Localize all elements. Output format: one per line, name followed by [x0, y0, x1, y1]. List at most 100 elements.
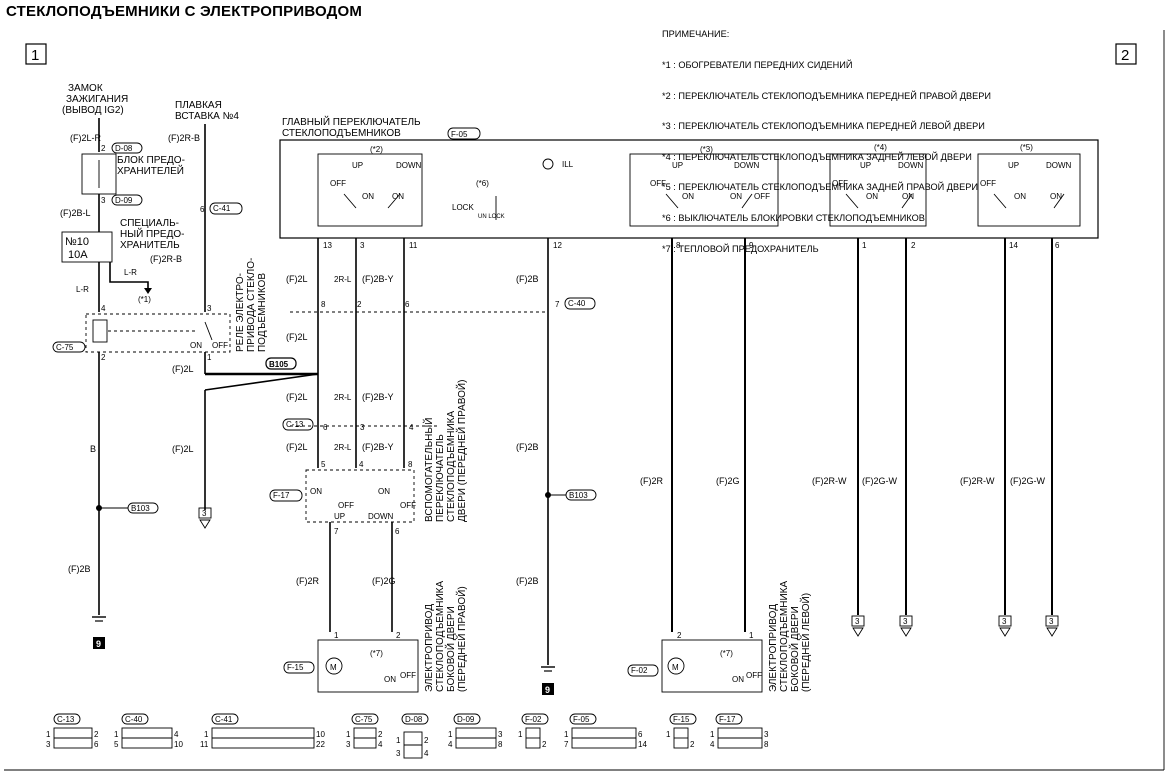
- connector-c40: C-40: [564, 297, 596, 310]
- switch-group-4: [829, 153, 927, 227]
- pin-label: 1: [207, 353, 212, 362]
- switch-state: ON: [730, 192, 742, 201]
- wire-label: (F)2G: [372, 576, 396, 586]
- notes-block: ПРИМЕЧАНИЕ: *1 : ОБОГРЕВАТЕЛИ ПЕРЕДНИХ С…: [662, 9, 991, 264]
- connector-legend: C-13 1 3 2 6 C-40 1 5 4 10 C-41 1 11 10: [46, 713, 769, 759]
- svg-text:7: 7: [555, 300, 560, 309]
- svg-text:(ПЕРЕДНЕЙ ЛЕВОЙ): (ПЕРЕДНЕЙ ЛЕВОЙ): [799, 593, 812, 692]
- switch-up: UP: [1008, 161, 1019, 170]
- svg-text:1: 1: [334, 631, 339, 640]
- fusible-link-label: ПЛАВКАЯ ВСТАВКА №4: [175, 100, 239, 122]
- pin-label: 2: [101, 353, 106, 362]
- switch-contact: [993, 193, 1007, 209]
- wire-label: (F)2L: [172, 444, 194, 454]
- wire-label: (F)2R-B: [168, 133, 200, 143]
- wire-label: (F)2R-W: [960, 476, 995, 486]
- svg-text:ПЛАВКАЯ: ПЛАВКАЯ: [175, 100, 222, 111]
- svg-text:3: 3: [346, 740, 351, 749]
- svg-text:2: 2: [396, 631, 401, 640]
- svg-text:7: 7: [334, 527, 339, 536]
- svg-text:6: 6: [94, 740, 99, 749]
- svg-text:ЗАЖИГАНИЯ: ЗАЖИГАНИЯ: [66, 94, 128, 105]
- connector-c41: C-41: [209, 202, 243, 215]
- svg-text:БОКОВОЙ ДВЕРИ: БОКОВОЙ ДВЕРИ: [788, 606, 801, 692]
- wire-label: (F)2B-Y: [362, 274, 394, 284]
- svg-text:F-05: F-05: [573, 715, 590, 724]
- legend-f02: F-02 1 2: [518, 713, 549, 749]
- main-switch-box: [279, 139, 1099, 239]
- wire-label: (F)2B-Y: [362, 392, 394, 402]
- wire-label: (F)2L-R: [70, 133, 101, 143]
- switch-state: ON: [866, 192, 878, 201]
- lock-label: LOCK: [452, 203, 474, 212]
- wire-label: (F)2L: [286, 392, 308, 402]
- svg-text:1: 1: [710, 730, 715, 739]
- switch-state: ON: [310, 487, 322, 496]
- svg-text:22: 22: [316, 740, 325, 749]
- wire-label: (F)2B: [516, 576, 539, 586]
- arrow-icon: [144, 288, 152, 294]
- switch-group-3: [629, 153, 779, 227]
- svg-text:1: 1: [862, 241, 867, 250]
- switch-contact: [387, 193, 401, 209]
- relay-box: [85, 313, 231, 353]
- motor-icon: [325, 657, 343, 675]
- connector-ref: [851, 615, 865, 627]
- wire-label: (F)2L: [172, 364, 194, 374]
- svg-text:11: 11: [409, 241, 418, 250]
- switch-state: OFF: [754, 192, 770, 201]
- switch-contact: [901, 193, 913, 209]
- motor-left-label: ЭЛЕКТРОПРИВОД СТЕКЛОПОДЪЕМНИКА БОКОВОЙ Д…: [768, 580, 812, 692]
- switch-contact: [845, 193, 859, 209]
- connector-ref: [899, 615, 913, 627]
- legend-d08: D-08 1 3 2 4: [396, 713, 429, 759]
- svg-text:F-02: F-02: [631, 666, 648, 675]
- switch-state: OFF: [400, 501, 416, 510]
- motor-left-box: [661, 639, 763, 693]
- main-switch-label: ГЛАВНЫЙ ПЕРЕКЛЮЧАТЕЛЬ СТЕКЛОПОДЪЕМНИКОВ: [282, 115, 421, 139]
- switch-contact: [343, 193, 357, 209]
- svg-text:1: 1: [204, 730, 209, 739]
- svg-text:14: 14: [638, 740, 647, 749]
- pin-label: 2: [101, 144, 106, 153]
- svg-text:12: 12: [553, 241, 562, 250]
- switch-state: ON: [902, 192, 914, 201]
- wire-label: (F)2L: [286, 332, 308, 342]
- wire-label: (F)2G-W: [1010, 476, 1045, 486]
- svg-text:БЛОК ПРЕДО-: БЛОК ПРЕДО-: [117, 155, 185, 166]
- svg-text:3: 3: [360, 241, 365, 250]
- motor-icon: [667, 657, 685, 675]
- switch-state: OFF: [338, 501, 354, 510]
- svg-text:F-15: F-15: [287, 663, 304, 672]
- svg-text:B105: B105: [269, 360, 289, 369]
- svg-text:2: 2: [357, 300, 362, 309]
- special-fuse-box: [61, 231, 113, 263]
- notes-header: ПРИМЕЧАНИЕ:: [662, 29, 730, 40]
- connector-f05: F-05: [447, 127, 481, 140]
- note-ref: (*7): [720, 649, 733, 658]
- svg-text:3: 3: [46, 740, 51, 749]
- connector-f17: F-17: [269, 489, 303, 502]
- switch-state: ON: [1014, 192, 1026, 201]
- switch-pins: 13 3 11 12 8 9 1 2 14 6: [323, 241, 1060, 250]
- ground-marker: [93, 637, 105, 649]
- wire-label: (F)2B-Y: [362, 442, 394, 452]
- svg-text:B103: B103: [131, 504, 150, 513]
- pin-label: 3: [1002, 617, 1007, 626]
- switch-down: DOWN: [368, 512, 394, 521]
- svg-text:F-17: F-17: [719, 715, 736, 724]
- svg-text:C-41: C-41: [213, 204, 231, 213]
- svg-text:РЕЛЕ ЭЛЕКТРО-: РЕЛЕ ЭЛЕКТРО-: [235, 273, 246, 352]
- switch-state: ON: [384, 675, 396, 684]
- motor-pins-right: 1 2: [334, 631, 401, 640]
- pin-label: 3: [1049, 617, 1054, 626]
- svg-text:6: 6: [1055, 241, 1060, 250]
- motor-right-label: ЭЛЕКТРОПРИВОД СТЕКЛОПОДЪЕМНИКА БОКОВОЙ Д…: [424, 580, 468, 692]
- svg-text:4: 4: [174, 730, 179, 739]
- svg-text:1: 1: [114, 730, 119, 739]
- wire-label: L-R: [124, 268, 137, 277]
- svg-text:ГЛАВНЫЙ ПЕРЕКЛЮЧАТЕЛЬ: ГЛАВНЫЙ ПЕРЕКЛЮЧАТЕЛЬ: [282, 115, 421, 128]
- connector-b105: B105: [265, 357, 297, 370]
- motor-symbol: M: [672, 663, 679, 672]
